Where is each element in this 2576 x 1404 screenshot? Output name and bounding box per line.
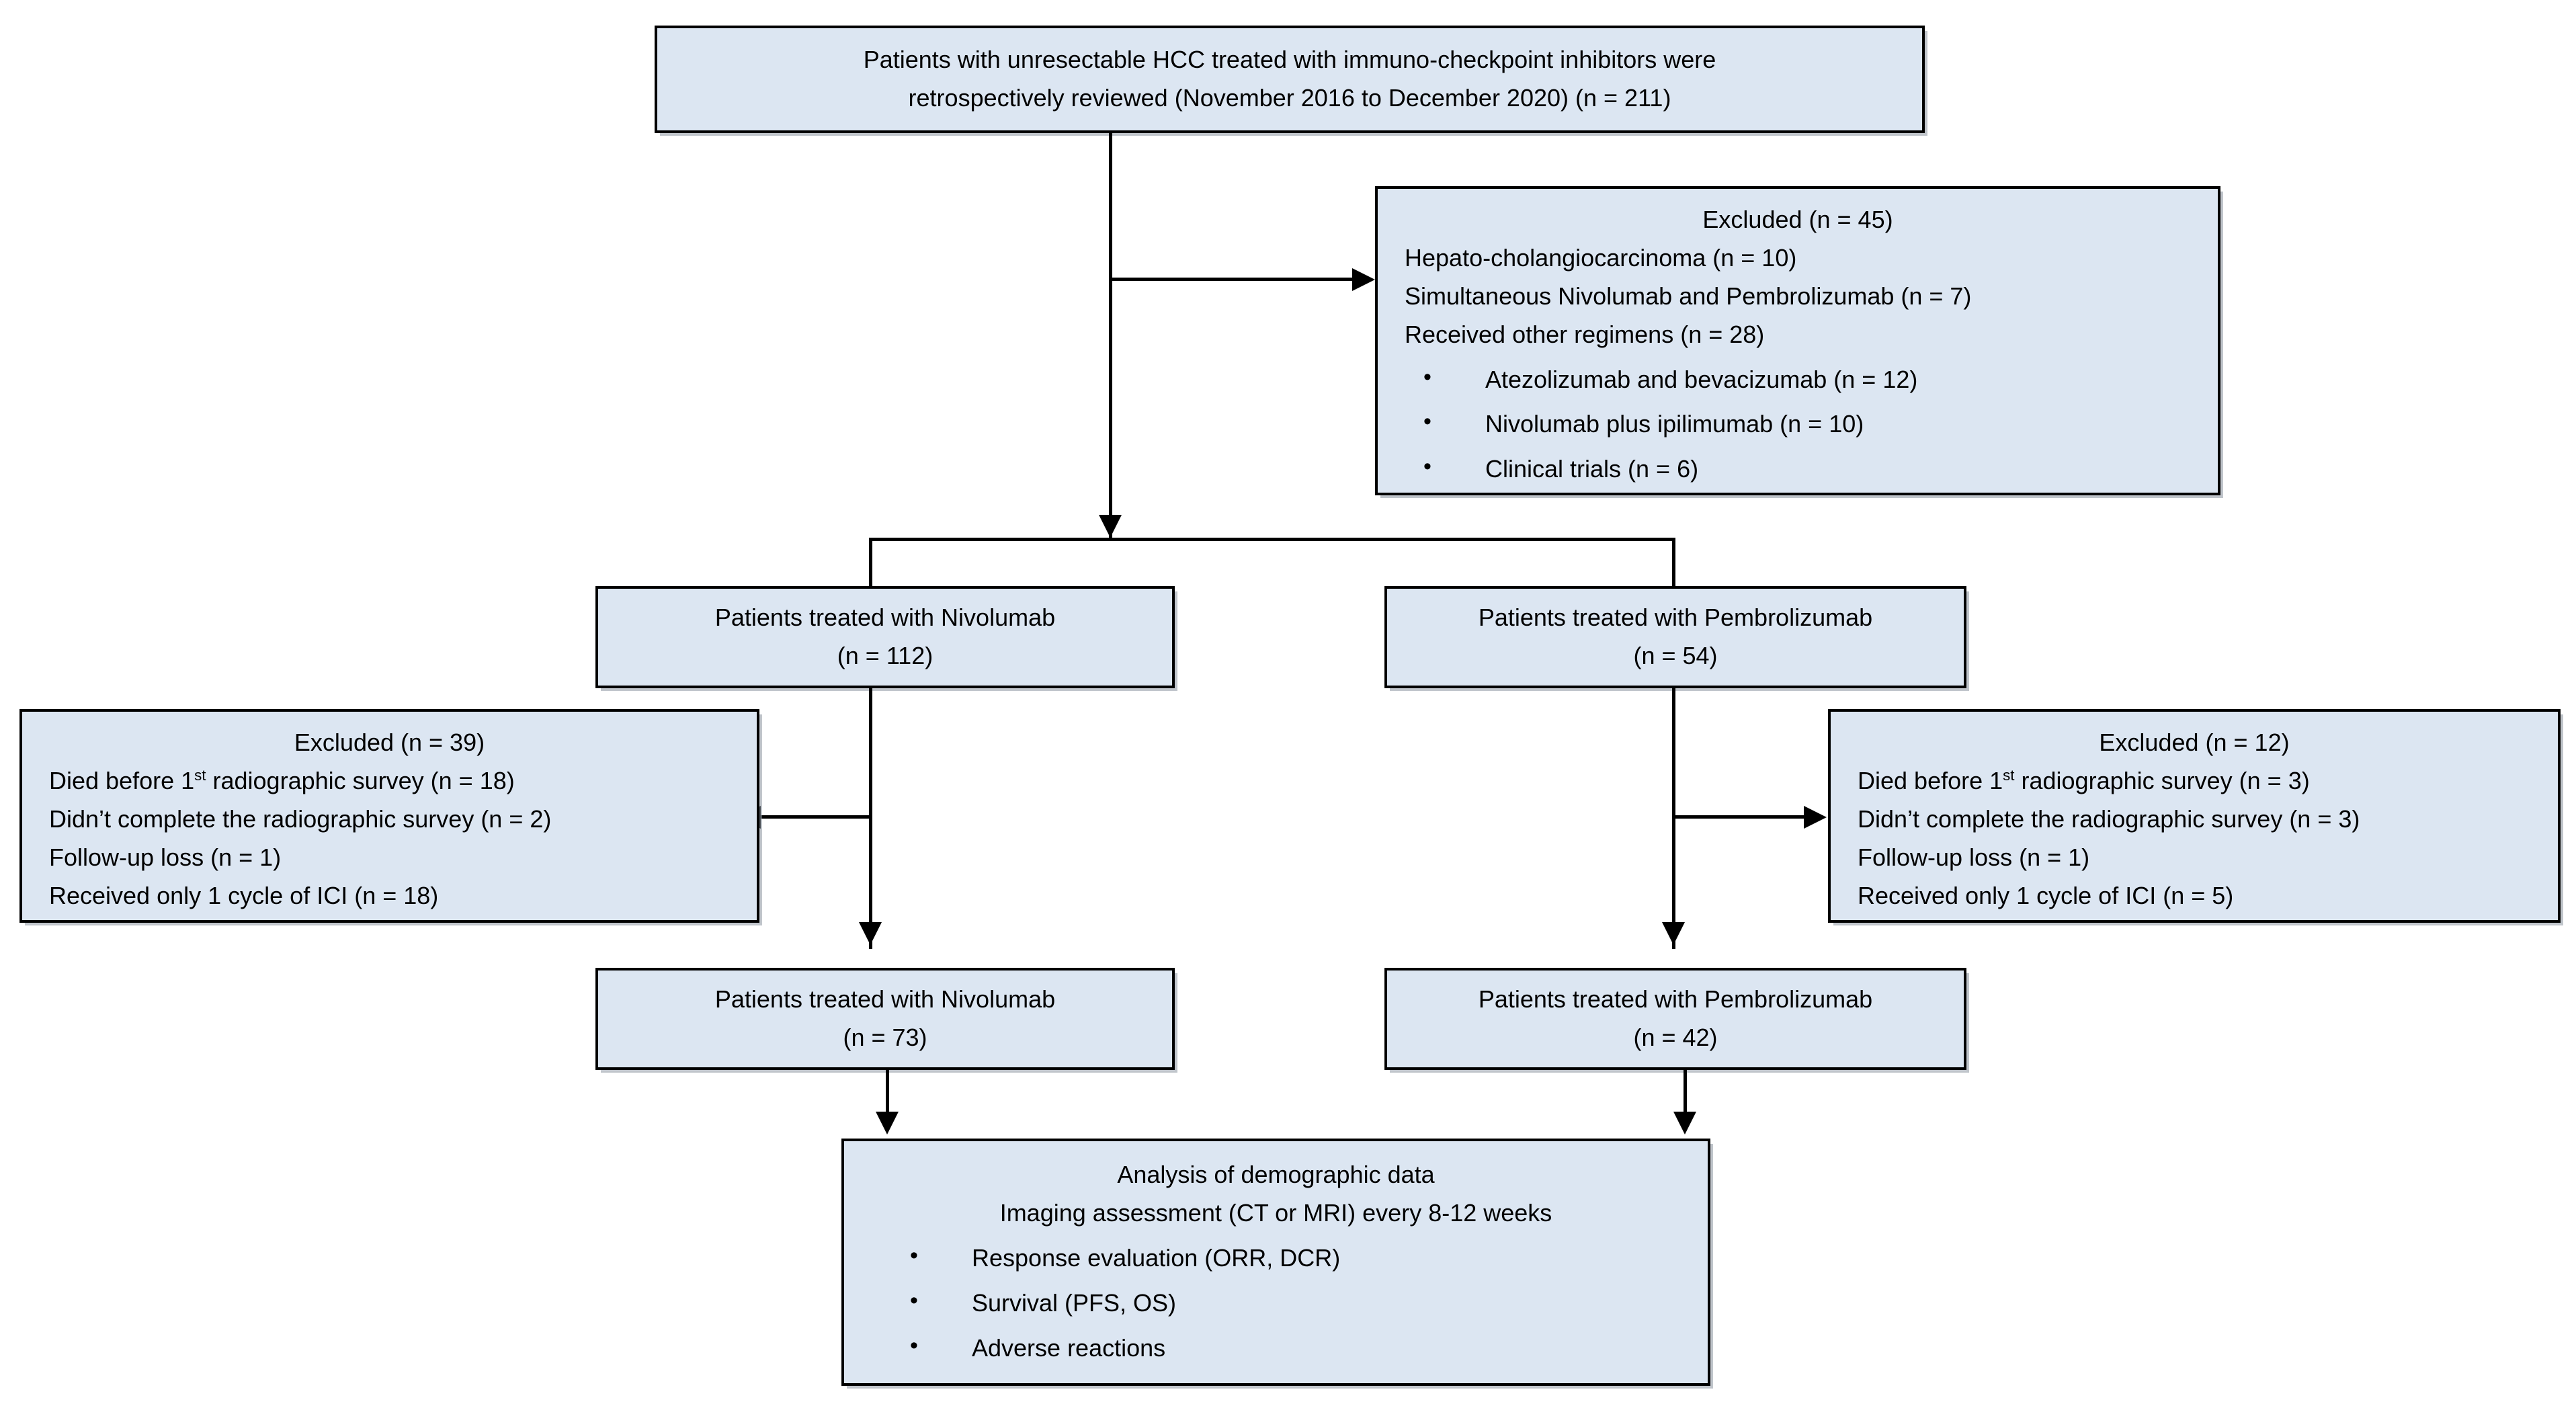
analysis-line-1: Analysis of demographic data: [1117, 1161, 1435, 1188]
excluded-nivolumab-reason-2: Didn’t complete the radiographic survey …: [49, 804, 552, 833]
arrow-pembrolizumab-final-to-analysis: [1673, 1112, 1696, 1134]
excluded-pembrolizumab-reason-1-post: radiographic survey (n = 3): [2014, 766, 2310, 794]
excluded-nivolumab-reason-1-pre: Died before 1: [49, 766, 195, 794]
node-excluded-nivolumab: Excluded (n = 39) Died before 1st radiog…: [19, 709, 759, 923]
connector-pembrolizumab-final-to-analysis: [1684, 1070, 1687, 1117]
connector-split-bar: [869, 538, 1675, 541]
cohort-line-2: retrospectively reviewed (November 2016 …: [908, 84, 1671, 112]
pembrolizumab-final-line-2: (n = 42): [1633, 1024, 1718, 1051]
connector-pembrolizumab-trunk: [1672, 688, 1675, 949]
arrow-pembrolizumab-to-final: [1662, 922, 1685, 945]
pembrolizumab-final-line-1: Patients treated with Pembrolizumab: [1478, 985, 1873, 1014]
node-excluded-main: Excluded (n = 45) Hepato-cholangiocarcin…: [1375, 186, 2220, 495]
excluded-pembrolizumab-reason-3: Follow-up loss (n = 1): [1858, 843, 2090, 871]
cohort-line-1: Patients with unresectable HCC treated w…: [863, 46, 1716, 74]
ordinal-suffix: st: [2003, 766, 2015, 784]
excluded-nivolumab-reason-4: Received only 1 cycle of ICI (n = 18): [49, 881, 439, 909]
excluded-main-heading: Excluded (n = 45): [1702, 206, 1893, 233]
excluded-main-reason-2: Simultaneous Nivolumab and Pembrolizumab…: [1405, 282, 1972, 310]
excluded-nivolumab-reason-1: Died before 1st radiographic survey (n =…: [22, 762, 784, 800]
list-item: Survival (PFS, OS): [891, 1283, 1708, 1323]
excluded-pembrolizumab-reason-2: Didn’t complete the radiographic survey …: [1858, 804, 2360, 833]
nivolumab-final-line-2: (n = 73): [843, 1024, 927, 1051]
list-item: Clinical trials (n = 6): [1405, 449, 2218, 489]
excluded-pembrolizumab-heading: Excluded (n = 12): [2099, 729, 2290, 756]
connector-split-left-drop: [869, 538, 872, 587]
excluded-nivolumab-reason-1-post: radiographic survey (n = 18): [206, 766, 515, 794]
excluded-pembrolizumab-reason-1-pre: Died before 1: [1858, 766, 2003, 794]
analysis-line-2: Imaging assessment (CT or MRI) every 8-1…: [999, 1198, 1552, 1227]
excluded-pembrolizumab-reason-1: Died before 1st radiographic survey (n =…: [1831, 762, 2576, 800]
arrow-nivolumab-final-to-analysis: [876, 1112, 899, 1134]
arrow-cohort-to-split: [1099, 515, 1122, 538]
arrow-to-excluded-main: [1352, 268, 1375, 291]
node-nivolumab-initial: Patients treated with Nivolumab (n = 112…: [595, 586, 1175, 688]
connector-to-excluded-main: [1109, 278, 1371, 281]
node-pembrolizumab-initial: Patients treated with Pembrolizumab (n =…: [1384, 586, 1966, 688]
connector-to-excluded-nivolumab: [759, 815, 870, 819]
arrow-to-excluded-pembrolizumab: [1804, 806, 1827, 829]
nivolumab-final-line-1: Patients treated with Nivolumab: [714, 985, 1056, 1014]
excluded-main-sub-list: Atezolizumab and bevacizumab (n = 12) Ni…: [1378, 354, 2218, 496]
node-pembrolizumab-final: Patients treated with Pembrolizumab (n =…: [1384, 968, 1966, 1070]
node-excluded-pembrolizumab: Excluded (n = 12) Died before 1st radiog…: [1828, 709, 2561, 923]
list-item: Nivolumab plus ipilimumab (n = 10): [1405, 404, 2218, 444]
node-analysis: Analysis of demographic data Imaging ass…: [841, 1139, 1710, 1386]
list-item: Atezolizumab and bevacizumab (n = 12): [1405, 360, 2218, 399]
excluded-nivolumab-heading: Excluded (n = 39): [294, 729, 485, 756]
excluded-main-reason-1: Hepato-cholangiocarcinoma (n = 10): [1405, 243, 1797, 272]
connector-to-excluded-pembrolizumab: [1672, 815, 1805, 819]
pembrolizumab-initial-line-1: Patients treated with Pembrolizumab: [1478, 604, 1873, 632]
list-item: Adverse reactions: [891, 1328, 1708, 1368]
node-cohort: Patients with unresectable HCC treated w…: [655, 26, 1925, 133]
arrow-nivolumab-to-final: [859, 922, 882, 945]
pembrolizumab-initial-line-2: (n = 54): [1633, 642, 1718, 669]
ordinal-suffix: st: [194, 766, 206, 784]
list-item: Response evaluation (ORR, DCR): [891, 1238, 1708, 1278]
nivolumab-initial-line-1: Patients treated with Nivolumab: [714, 604, 1056, 632]
node-nivolumab-final: Patients treated with Nivolumab (n = 73): [595, 968, 1175, 1070]
connector-cohort-trunk: [1109, 133, 1112, 541]
excluded-pembrolizumab-reason-4: Received only 1 cycle of ICI (n = 5): [1858, 881, 2234, 909]
excluded-nivolumab-reason-3: Follow-up loss (n = 1): [49, 843, 282, 871]
connector-nivolumab-trunk: [869, 688, 872, 949]
excluded-main-reason-3: Received other regimens (n = 28): [1405, 320, 1765, 348]
analysis-bullet-list: Response evaluation (ORR, DCR) Survival …: [844, 1233, 1708, 1374]
connector-split-right-drop: [1672, 538, 1675, 587]
nivolumab-initial-line-2: (n = 112): [837, 642, 933, 669]
connector-nivolumab-final-to-analysis: [886, 1070, 889, 1117]
